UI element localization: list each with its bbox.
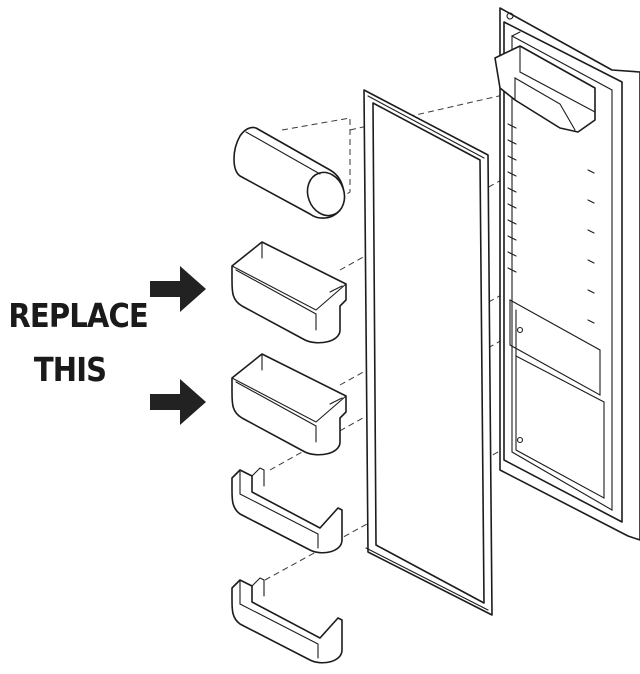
door-bin-replace-lower <box>231 353 347 456</box>
door-bin-replace-upper <box>231 241 347 344</box>
right-arrow-icon <box>150 379 206 425</box>
door-bin-3 <box>231 467 343 554</box>
door-gasket <box>363 89 493 616</box>
right-arrow-icon <box>150 266 206 312</box>
replace-caption-line-1: REPLACE <box>8 296 148 335</box>
door-rail-slots <box>507 123 595 324</box>
dairy-compartment <box>233 126 346 219</box>
refrigerator-door <box>494 7 640 541</box>
door-bin-4 <box>231 577 343 664</box>
replace-caption-line-2: THIS <box>33 350 107 389</box>
